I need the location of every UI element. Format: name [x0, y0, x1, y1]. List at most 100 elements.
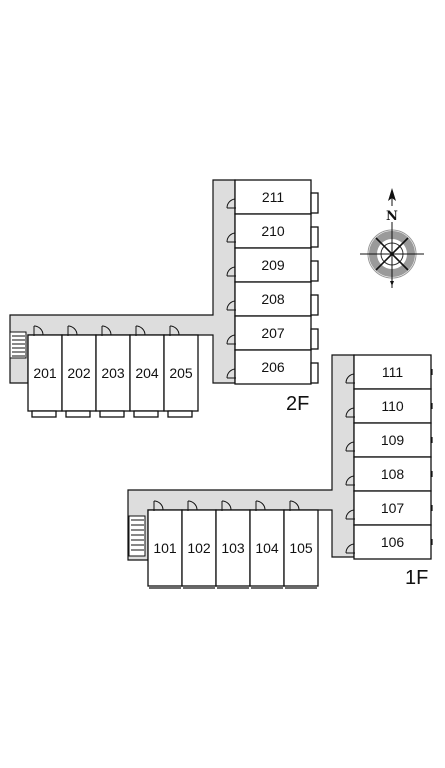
unit-label: 110	[381, 398, 404, 414]
unit-box	[163, 334, 199, 412]
door-icon	[226, 300, 236, 311]
unit-box	[234, 281, 312, 317]
unit: 204	[129, 325, 165, 418]
unit-label: 111	[382, 364, 403, 380]
unit: 110	[345, 388, 433, 424]
balcony	[310, 192, 319, 214]
door-icon	[226, 334, 236, 345]
balcony	[65, 410, 91, 418]
unit-label: 207	[261, 325, 285, 341]
unit: 208	[226, 281, 319, 317]
unit: 106	[345, 524, 433, 560]
unit: 108	[345, 456, 433, 492]
unit: 202	[61, 325, 97, 418]
balcony	[310, 328, 319, 350]
door-icon	[67, 325, 78, 336]
unit: 206	[226, 349, 319, 385]
unit: 111	[345, 354, 433, 390]
unit-label: 206	[261, 359, 285, 375]
unit-label: 107	[381, 500, 405, 516]
unit: 102	[181, 500, 217, 589]
stairs-2f-steps	[12, 335, 25, 357]
unit-label: 204	[135, 365, 159, 381]
door-icon	[345, 543, 355, 554]
unit-box	[234, 247, 312, 283]
door-icon	[345, 407, 355, 418]
unit-box	[234, 315, 312, 351]
balcony	[310, 226, 319, 248]
door-icon	[226, 198, 236, 209]
unit: 201	[27, 325, 63, 418]
door-icon	[169, 325, 180, 336]
unit-label: 108	[381, 466, 405, 482]
door-icon	[255, 500, 266, 511]
door-icon	[135, 325, 146, 336]
unit-label: 211	[262, 189, 285, 205]
units-2f-vertical: 211 210 209 208 207 206	[226, 179, 319, 385]
unit-box	[353, 388, 432, 424]
units-1f-vertical: 111 110 109 108 107 106	[345, 354, 433, 560]
door-icon	[153, 500, 164, 511]
door-icon	[226, 232, 236, 243]
unit: 101	[147, 500, 183, 589]
unit-label: 203	[101, 365, 125, 381]
unit-box	[353, 490, 432, 526]
unit-label: 109	[381, 432, 405, 448]
unit: 109	[345, 422, 433, 458]
unit: 205	[163, 325, 199, 418]
door-icon	[33, 325, 44, 336]
units-2f-horizontal: 201 202 203 204 205	[27, 325, 199, 418]
compass-rose-icon: N	[360, 188, 424, 288]
unit-box	[234, 179, 312, 215]
door-icon	[101, 325, 112, 336]
unit-label: 105	[289, 540, 313, 556]
floor-1-plan: 111 110 109 108 107 106 101 102 103 104 105 1F	[127, 354, 433, 589]
balcony	[310, 260, 319, 282]
unit-label: 101	[153, 540, 177, 556]
unit-label: 202	[67, 365, 91, 381]
unit-box	[283, 509, 319, 587]
north-arrow-icon	[388, 188, 396, 201]
unit-box	[234, 213, 312, 249]
balcony	[133, 410, 159, 418]
balcony	[99, 410, 125, 418]
north-label: N	[386, 209, 398, 224]
balcony	[310, 362, 319, 384]
door-icon	[345, 475, 355, 486]
unit: 105	[283, 500, 319, 589]
unit-label: 208	[261, 291, 285, 307]
door-icon	[289, 500, 300, 511]
unit-label: 205	[169, 365, 193, 381]
balcony	[167, 410, 193, 418]
door-icon	[221, 500, 232, 511]
unit-label: 210	[261, 223, 285, 239]
unit: 207	[226, 315, 319, 351]
door-icon	[226, 368, 236, 379]
door-icon	[345, 509, 355, 520]
stairs-1f	[128, 515, 146, 557]
unit: 210	[226, 213, 319, 249]
unit-box	[353, 524, 432, 560]
unit-box	[353, 422, 432, 458]
unit-label: 103	[221, 540, 245, 556]
unit: 107	[345, 490, 433, 526]
unit-box	[61, 334, 97, 412]
unit-label: 201	[33, 365, 57, 381]
door-icon	[345, 441, 355, 452]
unit: 104	[249, 500, 285, 589]
unit-label: 209	[261, 257, 285, 273]
floor-label-1f: 1F	[405, 567, 428, 589]
units-1f-horizontal: 101 102 103 104 105	[147, 500, 319, 589]
unit-label: 104	[255, 540, 279, 556]
unit: 209	[226, 247, 319, 283]
unit: 211	[226, 179, 319, 215]
unit-box	[215, 509, 251, 587]
unit-label: 106	[381, 534, 405, 550]
balcony	[310, 294, 319, 316]
balcony	[31, 410, 57, 418]
door-icon	[226, 266, 236, 277]
unit-label: 102	[187, 540, 211, 556]
unit: 203	[95, 325, 131, 418]
